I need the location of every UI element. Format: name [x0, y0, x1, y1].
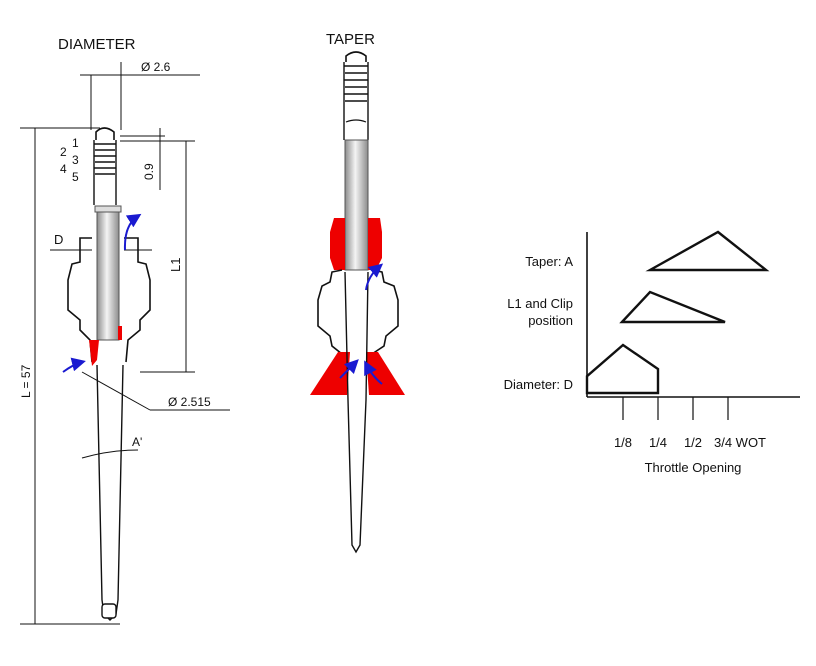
overall-length-dimension: L = 57 — [19, 127, 120, 625]
clip-position-numbers: 1 2 3 4 5 — [60, 136, 79, 184]
needle-collar — [94, 205, 122, 213]
red-seal-left — [89, 340, 99, 366]
clip-number-1: 1 — [72, 136, 79, 150]
taper-angle-dimension: A' — [81, 435, 142, 459]
L1-dimension: L1 — [140, 141, 195, 373]
clip-spacing-dimension: 0.9 — [120, 128, 195, 190]
flow-arrow-icon — [339, 359, 359, 379]
D-label: D — [54, 232, 63, 247]
needle-tip — [101, 603, 117, 619]
needle-clip-grooves — [93, 127, 117, 205]
taper-needle-jet-housing — [317, 269, 399, 355]
taper-needle-taper — [344, 271, 369, 554]
red-seal-upper-left — [330, 218, 345, 270]
chart-series-shape — [645, 230, 770, 272]
chart-series-label: Diameter: D — [504, 377, 573, 392]
clip-number-3: 3 — [72, 153, 79, 167]
clip-number-5: 5 — [72, 170, 79, 184]
flow-arrow-icon — [62, 357, 86, 373]
taper-angle-label: A' — [132, 435, 142, 449]
diameter-title: DIAMETER — [58, 36, 136, 53]
flow-arrow-icon — [364, 360, 383, 385]
chart-series-shape — [585, 343, 660, 395]
chart-series-label: position — [528, 313, 573, 328]
needle-shaft — [96, 209, 120, 341]
chart-x-tick-label: 1/8 — [614, 435, 632, 450]
chart-series-label: L1 and Clip — [507, 296, 573, 311]
taper-needle-shaft — [344, 139, 369, 271]
chart-x-ticks: 1/8 1/4 1/2 3/4 WOT — [614, 397, 766, 450]
chart-series-shape — [619, 290, 726, 324]
bottom-diameter-label: Ø 2.515 — [168, 395, 211, 409]
D-dimension: D — [50, 232, 152, 251]
red-seal-right — [118, 326, 122, 340]
diameter-drawing: DIAMETER Ø 2.6 1 2 3 4 5 0.9 — [19, 36, 230, 625]
chart-x-axis-title: Throttle Opening — [645, 460, 742, 475]
flow-arrow-icon — [123, 213, 142, 251]
clip-spacing-label: 0.9 — [142, 163, 156, 180]
L1-label: L1 — [168, 258, 183, 272]
clip-number-4: 4 — [60, 162, 67, 176]
chart-x-tick-label: 3/4 WOT — [714, 435, 766, 450]
top-diameter-dimension: Ø 2.6 — [80, 60, 200, 130]
chart-x-tick-label: 1/2 — [684, 435, 702, 450]
chart-x-tick-label: 1/4 — [649, 435, 667, 450]
overall-length-label: L = 57 — [19, 364, 33, 398]
needle-taper — [96, 364, 124, 621]
throttle-chart: 1/8 1/4 1/2 3/4 WOT Taper: A L1 and Clip posi… — [504, 230, 800, 475]
taper-title: TAPER — [326, 31, 375, 48]
top-diameter-label: Ø 2.6 — [141, 60, 171, 74]
red-seal-upper-right — [368, 218, 382, 270]
flow-arrow-icon — [365, 263, 384, 291]
red-seal-lower-left — [310, 352, 350, 395]
bottom-diameter-dimension: Ø 2.515 — [81, 371, 230, 411]
taper-drawing: TAPER — [310, 31, 405, 554]
clip-number-2: 2 — [60, 145, 67, 159]
chart-series-label: Taper: A — [525, 254, 573, 269]
